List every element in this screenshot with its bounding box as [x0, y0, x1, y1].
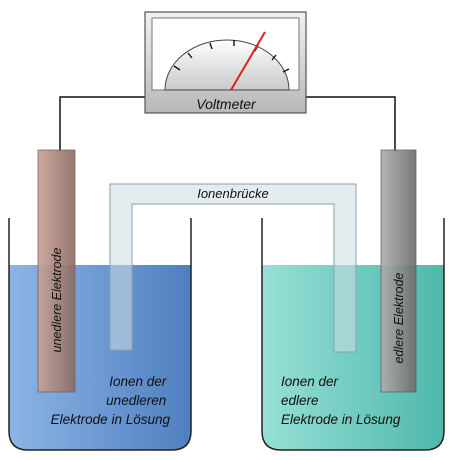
left-electrode [37, 149, 76, 393]
left-solution-line-2: unedleren [106, 393, 166, 408]
right-solution-line-3: Elektrode in Lösung [281, 412, 401, 427]
voltmeter-dial [164, 39, 290, 91]
right-solution-line-2: edlere [281, 393, 319, 408]
right-wire [305, 96, 396, 152]
left-beaker [8, 218, 192, 451]
right-solution-text: Ionen der edlere Elektrode in Lösung [281, 374, 401, 427]
right-electrode-label: edlere Elektrode [392, 272, 406, 363]
left-solution-line-1: Ionen der [109, 374, 167, 389]
right-solution-line-1: Ionen der [281, 374, 339, 389]
left-wire [59, 96, 145, 152]
salt-bridge-label: Ionenbrücke [197, 186, 269, 201]
right-electrode [380, 149, 417, 393]
right-beaker [261, 218, 445, 451]
voltmeter-needle [230, 31, 266, 91]
left-solution-line-3: Elektrode in Lösung [51, 412, 171, 427]
left-electrode-label: unedlere Elektrode [50, 247, 64, 352]
left-solution-text: Ionen der unedleren Elektrode in Lösung [51, 374, 171, 427]
voltmeter-label: Voltmeter [196, 96, 257, 112]
voltmeter: Voltmeter [144, 11, 307, 114]
salt-bridge [109, 183, 357, 353]
